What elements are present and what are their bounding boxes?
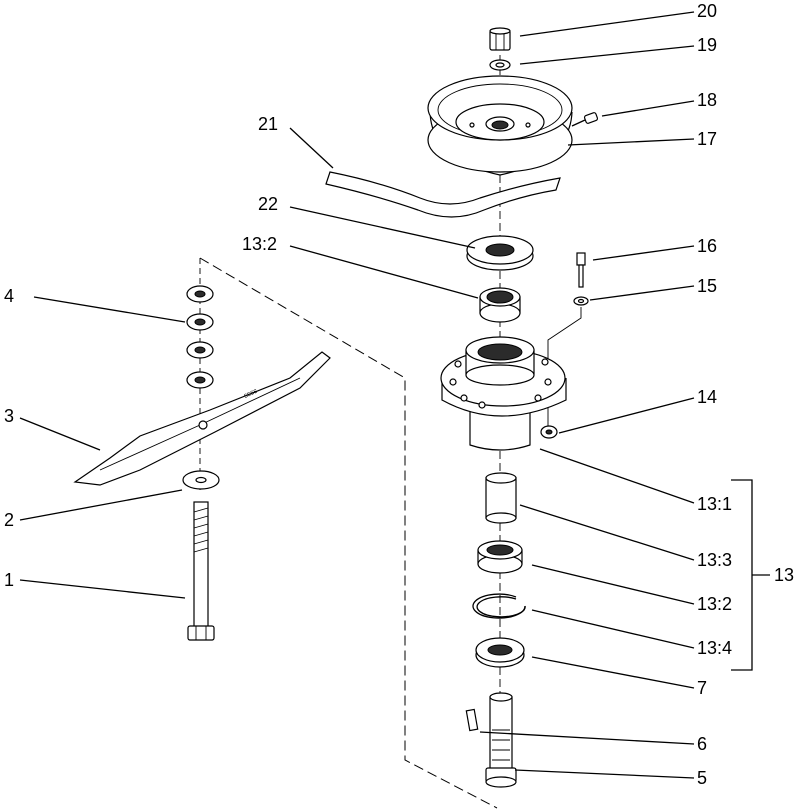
label-15: 15 [697,276,717,296]
leader-lines [19,11,770,779]
label-17: 17 [697,129,717,149]
bearing-part-13-2-upper [479,287,521,323]
label-13: 13 [774,565,794,585]
key-part-6 [465,708,479,732]
seal-part-7 [475,637,525,668]
label-18: 18 [697,90,717,110]
label-13-1: 13:1 [697,494,732,514]
nut-part-20 [489,27,511,51]
spindle-shaft-part-5 [485,692,517,788]
nut-part-14 [540,425,558,439]
washer-part-19 [489,59,511,71]
belt-part-21 [325,171,561,218]
label-13-4: 13:4 [697,638,732,658]
washer-part-15 [573,296,589,306]
retaining-ring-part-13-4 [472,593,526,619]
label-4: 4 [4,286,14,306]
label-22: 22 [258,194,278,214]
grease-fitting-part-18 [571,112,599,127]
pulley-part-17 [427,75,573,176]
label-2: 2 [4,510,14,530]
bracket-13 [731,479,753,671]
washer-part-2 [182,470,220,490]
label-13-2-upper: 13:2 [242,234,277,254]
washers-part-4 [186,285,214,389]
blade-part-3: ssss [73,351,331,486]
label-7: 7 [697,678,707,698]
label-6: 6 [697,734,707,754]
assembly-centerline [199,257,498,809]
bearing-part-13-2-lower [477,540,523,574]
bolt-part-1 [187,501,215,641]
label-16: 16 [697,236,717,256]
label-3: 3 [4,406,14,426]
label-21: 21 [258,114,278,134]
label-13-2-lower: 13:2 [697,594,732,614]
seal-part-22 [466,235,534,271]
label-14: 14 [697,387,717,407]
label-5: 5 [697,768,707,788]
spacer-part-13-3 [485,472,517,524]
callout-labels: 20 19 18 21 17 22 13:2 16 4 15 3 14 13:1… [4,1,794,788]
bolt-part-16 [576,252,586,288]
label-1: 1 [4,570,14,590]
label-20: 20 [697,1,717,21]
label-13-3: 13:3 [697,550,732,570]
spindle-housing-part-13-1 [440,336,567,451]
label-19: 19 [697,35,717,55]
